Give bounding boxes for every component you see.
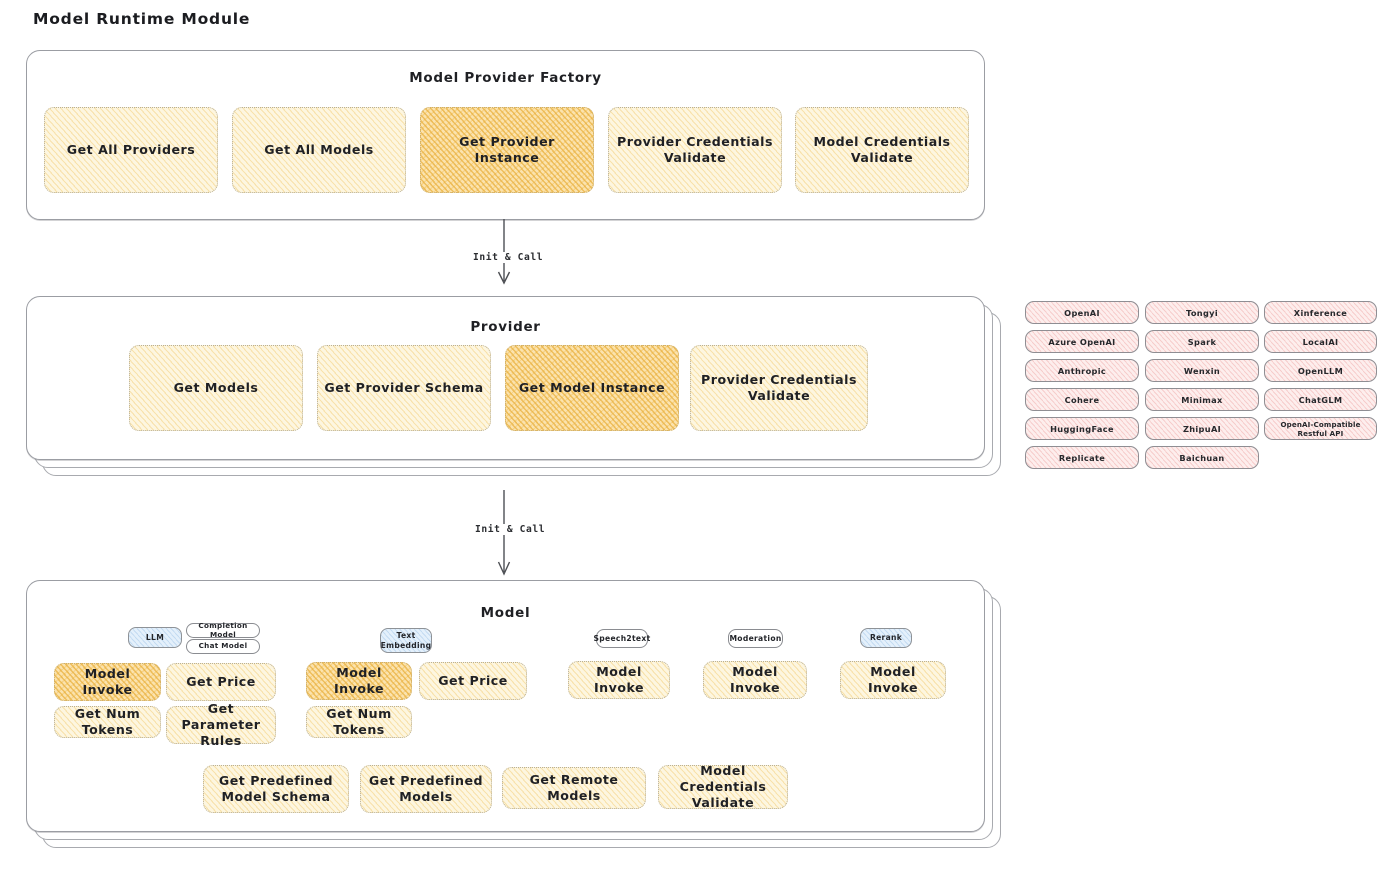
factory-method-get-all-models[interactable]: Get All Models <box>232 107 406 193</box>
provider-method-get-provider-schema[interactable]: Get Provider Schema <box>317 345 491 431</box>
model-subtype-chip-completion-model[interactable]: Completion Model <box>186 621 260 638</box>
arrow-factory-to-provider-label: Init & Call <box>470 252 547 263</box>
model-provider-factory-title: Model Provider Factory <box>409 70 602 86</box>
arrow-provider-to-model-label: Init & Call <box>472 524 549 535</box>
model-subtype-chip-chat-model[interactable]: Chat Model <box>186 639 260 654</box>
model-method-speech2text-model-invoke[interactable]: Model Invoke <box>568 661 670 699</box>
provider-chip-chatglm[interactable]: ChatGLM <box>1264 388 1377 411</box>
provider-chip-openllm[interactable]: OpenLLM <box>1264 359 1377 382</box>
provider-chip-openai-compatible-restful-api[interactable]: OpenAI-Compatible Restful API <box>1264 417 1377 440</box>
model-method-text-embedding-get-num-tokens[interactable]: Get Num Tokens <box>306 706 412 738</box>
arrow-factory-to-provider <box>497 219 511 285</box>
provider-chip-huggingface[interactable]: HuggingFace <box>1025 417 1139 440</box>
provider-chip-wenxin[interactable]: Wenxin <box>1145 359 1259 382</box>
model-shared-method-model-credentials-validate[interactable]: Model Credentials Validate <box>658 763 788 810</box>
factory-method-get-all-providers[interactable]: Get All Providers <box>44 107 218 193</box>
provider-chip-minimax[interactable]: Minimax <box>1145 388 1259 411</box>
provider-title: Provider <box>470 319 541 335</box>
provider-chip-anthropic[interactable]: Anthropic <box>1025 359 1139 382</box>
model-type-chip-llm[interactable]: LLM <box>128 627 182 648</box>
factory-method-get-provider-instance[interactable]: Get Provider Instance <box>420 107 594 193</box>
model-method-moderation-model-invoke[interactable]: Model Invoke <box>703 661 807 699</box>
provider-chip-zhipuai[interactable]: ZhipuAI <box>1145 417 1259 440</box>
model-method-text-embedding-model-invoke[interactable]: Model Invoke <box>306 662 412 700</box>
provider-chip-localai[interactable]: LocalAI <box>1264 330 1377 353</box>
arrow-provider-to-model <box>497 490 511 576</box>
provider-chip-cohere[interactable]: Cohere <box>1025 388 1139 411</box>
provider-method-get-models[interactable]: Get Models <box>129 345 303 431</box>
page-title: Model Runtime Module <box>33 10 251 28</box>
factory-method-model-credentials-validate[interactable]: Model Credentials Validate <box>795 107 969 193</box>
model-method-llm-get-price[interactable]: Get Price <box>166 663 276 701</box>
model-shared-method-get-predefined-models[interactable]: Get Predefined Models <box>360 765 492 813</box>
model-method-llm-model-invoke[interactable]: Model Invoke <box>54 663 161 701</box>
provider-chip-xinference[interactable]: Xinference <box>1264 301 1377 324</box>
model-method-llm-get-num-tokens[interactable]: Get Num Tokens <box>54 706 161 738</box>
model-title: Model <box>480 605 531 621</box>
model-shared-method-get-remote-models[interactable]: Get Remote Models <box>502 767 646 809</box>
provider-method-get-model-instance[interactable]: Get Model Instance <box>505 345 679 431</box>
provider-chip-baichuan[interactable]: Baichuan <box>1145 446 1259 469</box>
model-method-text-embedding-get-price[interactable]: Get Price <box>419 662 527 700</box>
model-type-chip-moderation[interactable]: Moderation <box>728 629 783 648</box>
provider-method-provider-credentials-validate[interactable]: Provider Credentials Validate <box>690 345 868 431</box>
model-type-chip-speech2text[interactable]: Speech2text <box>594 629 650 648</box>
provider-chip-replicate[interactable]: Replicate <box>1025 446 1139 469</box>
provider-chip-tongyi[interactable]: Tongyi <box>1145 301 1259 324</box>
model-type-chip-text-embedding[interactable]: Text Embedding <box>380 628 432 653</box>
provider-chip-openai[interactable]: OpenAI <box>1025 301 1139 324</box>
model-shared-method-get-predefined-model-schema[interactable]: Get Predefined Model Schema <box>203 765 349 813</box>
model-method-llm-get-parameter-rules[interactable]: Get Parameter Rules <box>166 701 276 748</box>
model-method-rerank-model-invoke[interactable]: Model Invoke <box>840 661 946 699</box>
factory-method-provider-credentials-validate[interactable]: Provider Credentials Validate <box>608 107 782 193</box>
model-type-chip-rerank[interactable]: Rerank <box>860 628 912 648</box>
provider-chip-spark[interactable]: Spark <box>1145 330 1259 353</box>
provider-chip-azure-openai[interactable]: Azure OpenAI <box>1025 330 1139 353</box>
